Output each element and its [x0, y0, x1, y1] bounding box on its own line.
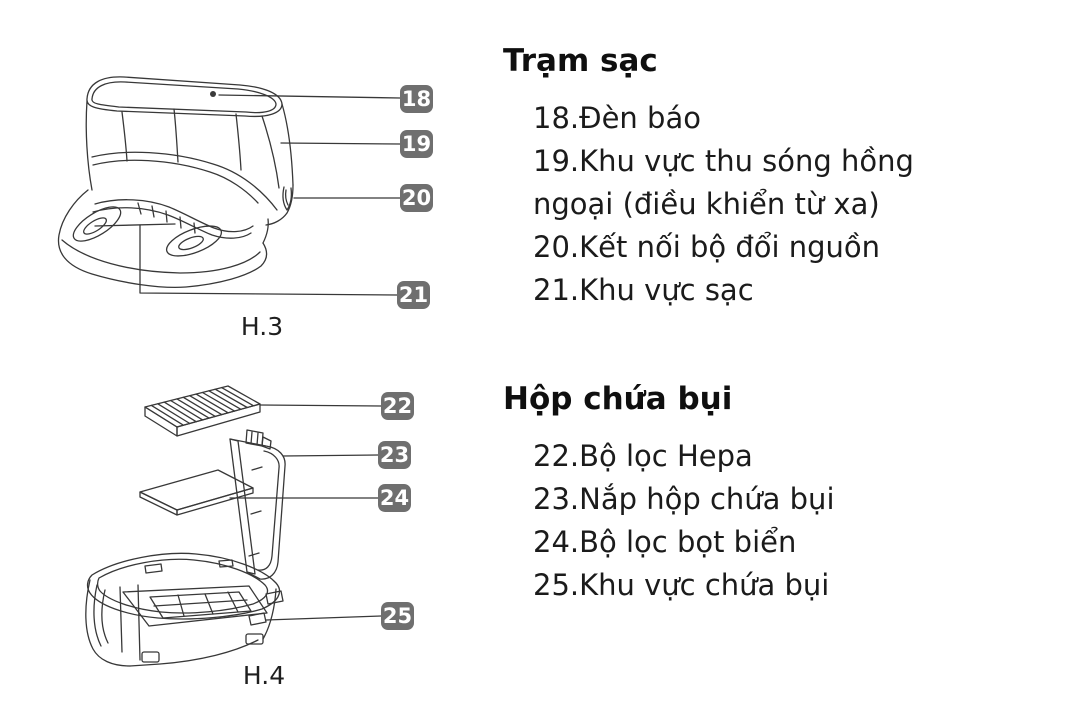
power-connector-notch	[282, 186, 293, 211]
parts-list-item: 25.Khu vực chứa bụi	[533, 568, 830, 602]
parts-list-item: 20.Kết nối bộ đổi nguồn	[533, 230, 881, 264]
dust-box-lid	[229, 429, 286, 580]
callout-badge-20: 20	[400, 184, 433, 212]
charging-dock-drawing	[57, 76, 294, 289]
callout-badge-22: 22	[381, 392, 414, 420]
charging-pads	[72, 206, 223, 257]
figure-caption-h3: H.3	[240, 312, 284, 341]
section-title: Trạm sạc	[503, 43, 658, 79]
callout-badge-24: 24	[378, 484, 411, 512]
section-dust-box: Hộp chứa bụi 22.Bộ lọc Hepa 23.Nắp hộp c…	[503, 380, 955, 607]
figure-caption-h4: H.4	[242, 661, 286, 690]
parts-list-item: 19.Khu vực thu sóng hồng ngoại (điều khi…	[533, 144, 914, 221]
callout-badge-23: 23	[378, 441, 411, 469]
parts-list-item: 18.Đèn báo	[533, 101, 701, 135]
callout-leader-lines	[94, 94, 401, 621]
parts-list-item: 24.Bộ lọc bọt biển	[533, 525, 797, 559]
parts-list-item: 22.Bộ lọc Hepa	[533, 439, 753, 473]
callout-badge-18: 18	[400, 85, 433, 113]
callout-badge-25: 25	[381, 602, 414, 630]
section-charging-dock: Trạm sạc 18.Đèn báo 19.Khu vực thu sóng …	[503, 42, 955, 312]
sponge-filter	[139, 469, 254, 516]
hepa-filter	[144, 385, 261, 437]
section-title: Hộp chứa bụi	[503, 381, 733, 417]
callout-badge-21: 21	[397, 281, 430, 309]
dust-box-drawing	[85, 385, 286, 667]
callout-badge-19: 19	[400, 130, 433, 158]
parts-list-item: 23.Nắp hộp chứa bụi	[533, 482, 835, 516]
indicator-light-dot	[210, 91, 216, 97]
parts-list-item: 21.Khu vực sạc	[533, 273, 754, 307]
dust-container	[85, 552, 284, 667]
